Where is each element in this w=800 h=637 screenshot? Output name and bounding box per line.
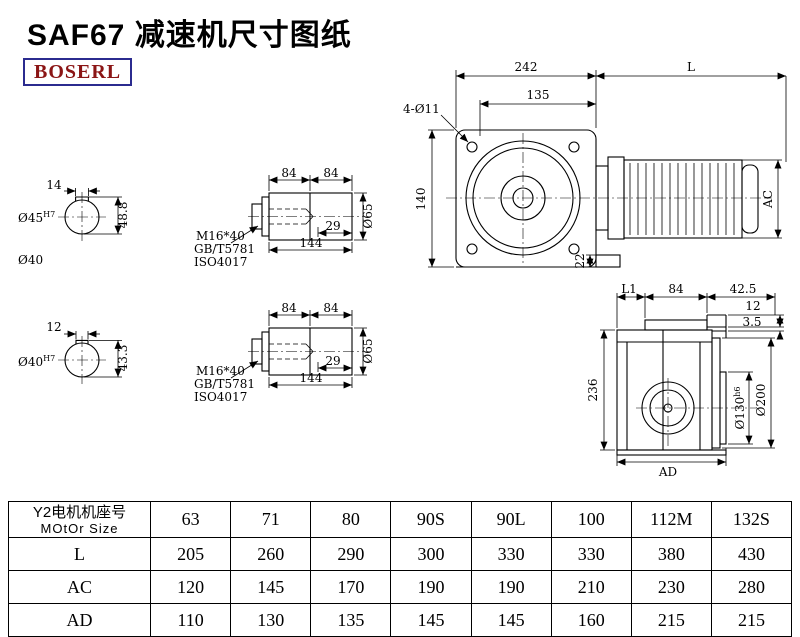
dim-value-cell: 160 — [550, 603, 632, 637]
bore-dia-label: Ø45H7 — [18, 210, 55, 225]
dim-value-cell: 145 — [230, 570, 312, 604]
dim-12-label: 12 — [745, 299, 760, 313]
flange-spigot — [719, 371, 727, 445]
size-table: Y2电机机座号 MOtOr Size 63 71 80 90S 90L 100 … — [8, 501, 793, 637]
motor-size-label-cn: Y2电机机座号 — [32, 503, 127, 521]
dim-value-cell: 205 — [149, 537, 232, 571]
dim-ac-label: AC — [761, 190, 775, 209]
dim-144-label: 144 — [300, 236, 323, 250]
dim-29-label: 29 — [325, 219, 340, 233]
motor-size-header-cell: Y2电机机座号 MOtOr Size — [8, 501, 151, 538]
std-gb-label: GB/T5781 — [194, 242, 255, 256]
dim-value-cell: 430 — [710, 537, 793, 571]
size-value-cell: 90S — [390, 501, 472, 538]
dim-3-5-label: 3.5 — [742, 315, 761, 329]
dia-65-label: Ø65 — [361, 203, 375, 228]
dim-value-cell: 110 — [149, 603, 232, 637]
row-label-cell: AC — [8, 570, 151, 604]
dim-value-cell: 330 — [470, 537, 552, 571]
bolt-hole-circle — [466, 141, 478, 153]
dim-242-label: 242 — [515, 60, 538, 74]
holes-callout-label: 4-Ø11 — [403, 102, 440, 116]
brand-badge: BOSERL — [23, 58, 133, 86]
bolt-hole-circle — [568, 141, 580, 153]
size-value-cell: 63 — [149, 501, 232, 538]
dim-value-cell: 210 — [550, 570, 632, 604]
dia-200-label: Ø200 — [754, 384, 768, 417]
dim-value-cell: 190 — [470, 570, 552, 604]
size-value-cell: 100 — [550, 501, 632, 538]
dim-value-cell: 280 — [710, 570, 793, 604]
bore-dia-label: Ø40H7 — [18, 354, 55, 369]
table-row-L: L 205 260 290 300 330 330 380 430 — [8, 537, 793, 571]
table-row-AD: AD 110 130 135 145 145 160 215 215 — [8, 603, 793, 637]
dim-value-cell: 190 — [390, 570, 472, 604]
dim-84b-label: 84 — [323, 166, 339, 180]
motor-endcap — [741, 164, 759, 234]
dim-value-cell: 135 — [310, 603, 392, 637]
mount-flange-plate — [711, 337, 721, 449]
page-title: SAF67 减速机尺寸图纸 — [27, 19, 352, 52]
row-label-cell: L — [8, 537, 151, 571]
dim-value-cell: 260 — [230, 537, 312, 571]
top-boss — [644, 319, 708, 331]
bolt-hole-circle — [568, 243, 580, 255]
dim-140-label: 140 — [414, 188, 428, 211]
dim-135-label: 135 — [527, 88, 550, 102]
shaft-end-view-top: 14 Ø45H7 48.8 Ø40 — [18, 178, 130, 267]
shaft-end-view-bottom: 12 Ø40H7 43.3 — [18, 320, 130, 384]
size-value-cell: 80 — [310, 501, 392, 538]
dim-12-label: 12 — [46, 320, 61, 334]
dim-value-cell: 120 — [149, 570, 232, 604]
dim-ad-label: AD — [658, 465, 677, 479]
dim-236-label: 236 — [586, 379, 600, 402]
motor-size-header-row: Y2电机机座号 MOtOr Size 63 71 80 90S 90L 100 … — [8, 501, 793, 538]
std-iso-label: ISO4017 — [194, 255, 247, 269]
table-row-AC: AC 120 145 170 190 190 210 230 280 — [8, 570, 793, 604]
dim-value-cell: 300 — [390, 537, 472, 571]
side-view: L1 84 42.5 12 3.5 236 Ø130h6 Ø200 AD — [586, 282, 784, 479]
dim-42-5-label: 42.5 — [730, 282, 757, 296]
dim-value-cell: 215 — [630, 603, 712, 637]
dim-14-label: 14 — [46, 178, 62, 192]
dim-l1-label: L1 — [621, 282, 637, 296]
dim-value-cell: 380 — [630, 537, 712, 571]
front-view: 242 L 135 4-Ø11 140 22 AC — [403, 60, 787, 269]
size-value-cell: 132S — [710, 501, 793, 538]
housing-outline — [455, 129, 597, 268]
brand-label: BOSERL — [34, 61, 122, 83]
dim-43-3-label: 43.3 — [116, 345, 130, 372]
dim-l-label: L — [687, 60, 695, 74]
bolt-spec-label: M16*40 — [196, 229, 245, 243]
dim-22-label: 22 — [573, 253, 587, 268]
dim-value-cell: 230 — [630, 570, 712, 604]
dim-value-cell: 145 — [390, 603, 472, 637]
dia-130-label: Ø130h6 — [733, 387, 747, 430]
dim-value-cell: 215 — [710, 603, 793, 637]
row-label-cell: AD — [8, 603, 151, 637]
dim-84a-label: 84 — [281, 166, 297, 180]
motor-size-label-en: MOtOr Size — [40, 520, 119, 536]
dim-84-label: 84 — [668, 282, 684, 296]
bolt-hole-circle — [466, 243, 478, 255]
size-value-cell: 71 — [230, 501, 312, 538]
dim-value-cell: 330 — [550, 537, 632, 571]
dim-value-cell: 290 — [310, 537, 392, 571]
shaft-detail-upper: 84 84 29 144 Ø65 M16*40 GB/T5781 ISO4017 — [194, 166, 375, 269]
dim-value-cell: 130 — [230, 603, 312, 637]
dia-40-label: Ø40 — [18, 253, 43, 267]
dim-value-cell: 145 — [470, 603, 552, 637]
dim-48-8-label: 48.8 — [116, 202, 130, 229]
dim-value-cell: 170 — [310, 570, 392, 604]
size-value-cell: 90L — [470, 501, 552, 538]
motor-fins — [629, 163, 735, 235]
technical-drawing: 242 L 135 4-Ø11 140 22 AC — [18, 60, 787, 479]
base-foot — [616, 449, 727, 456]
size-value-cell: 112M — [630, 501, 712, 538]
foot-step — [595, 254, 621, 268]
motor-body — [623, 159, 743, 239]
shaft-detail-lower — [194, 301, 375, 404]
